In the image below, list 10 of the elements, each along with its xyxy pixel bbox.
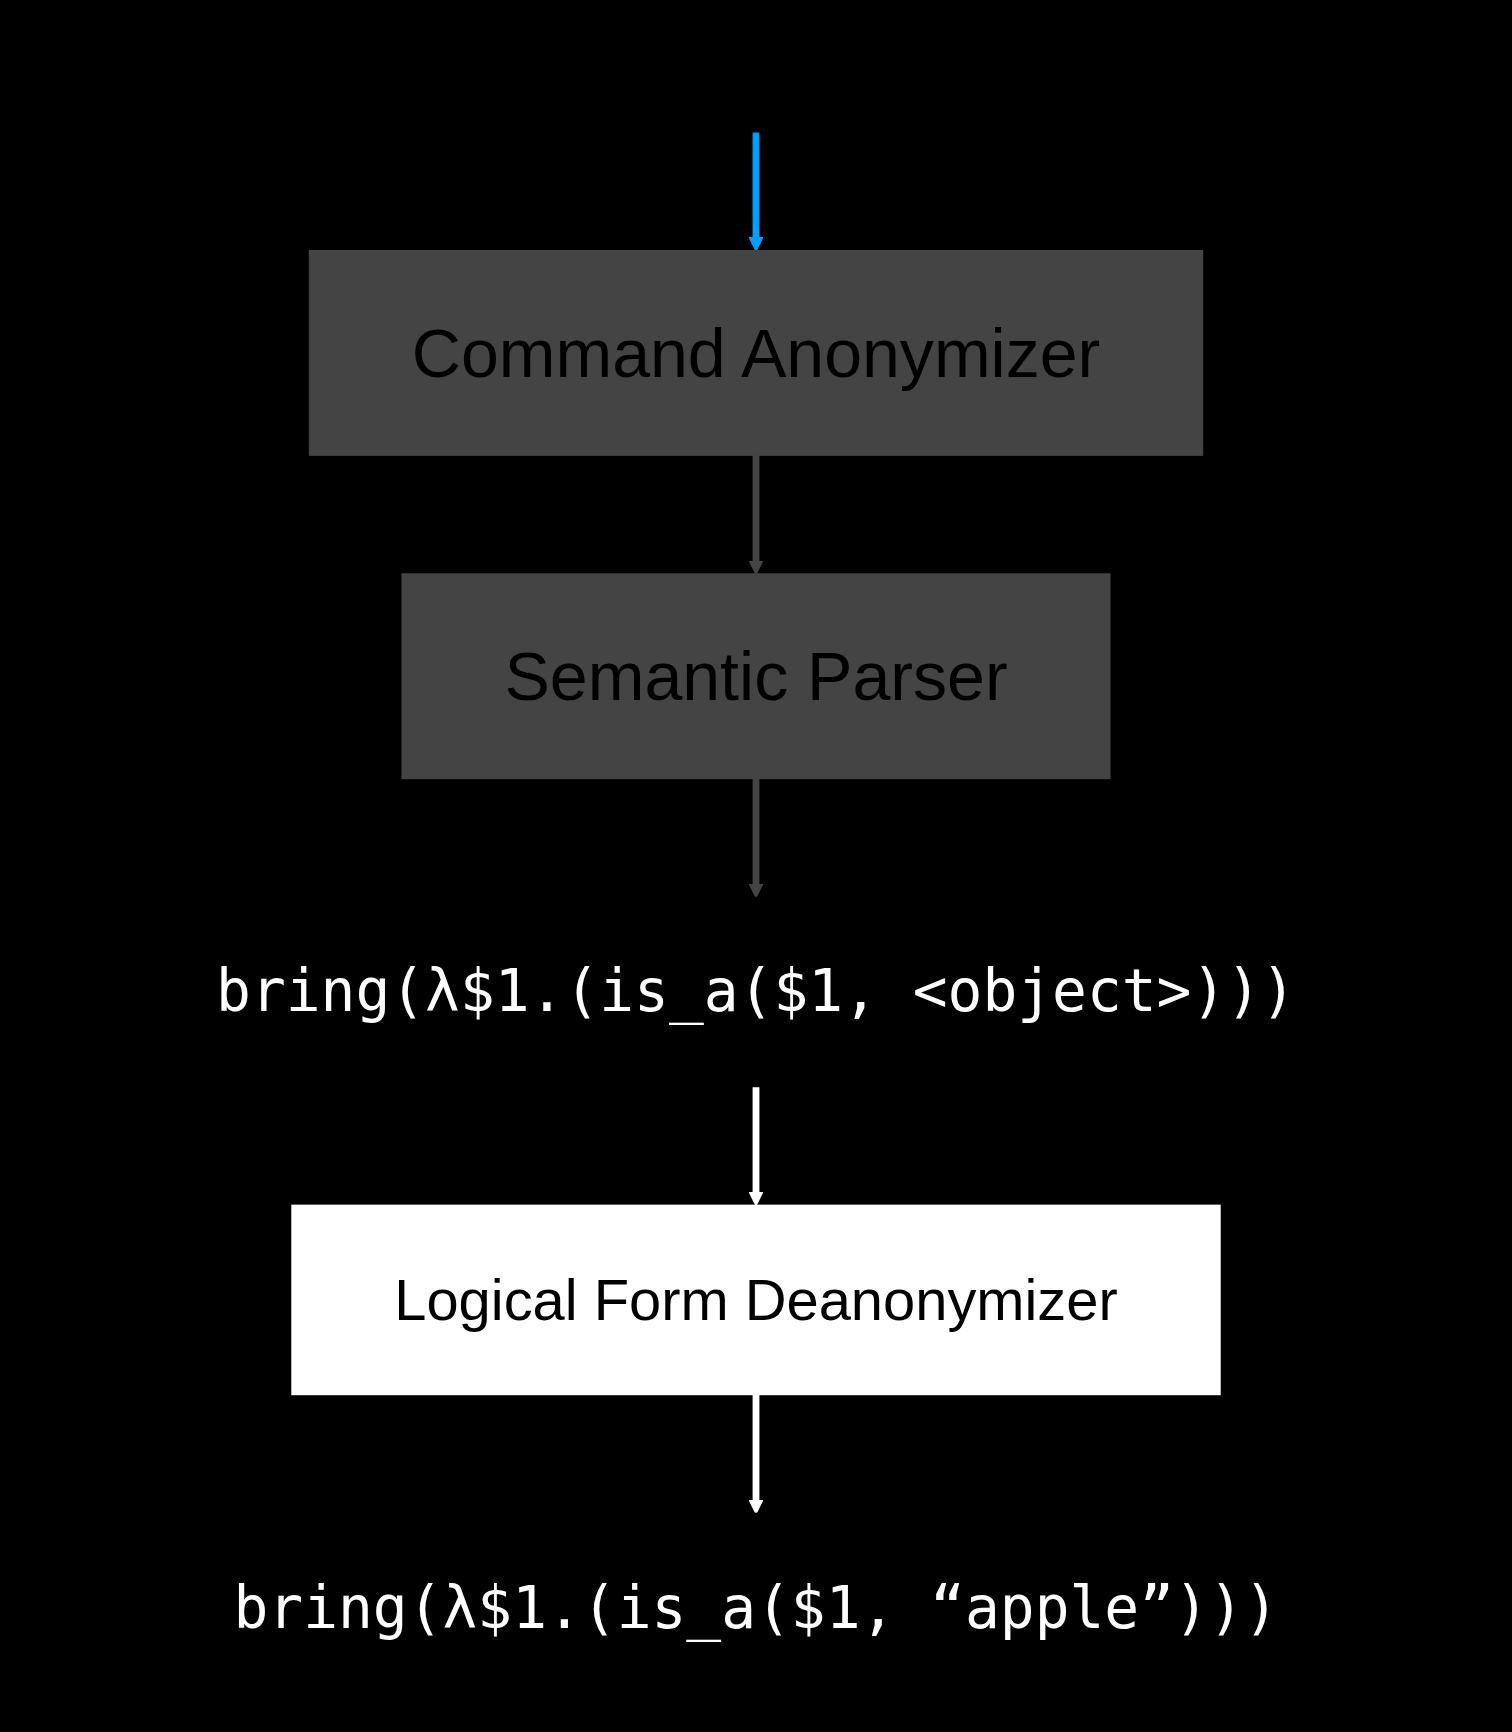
node-box: Semantic Parser: [401, 573, 1111, 780]
arrow: [748, 455, 764, 575]
node-box: Logical Form Deanonymizer: [291, 1204, 1221, 1396]
node-text: bring(λ$1.(is_a($1, <object>))): [216, 957, 1296, 1026]
arrow: [748, 131, 764, 252]
arrow: [748, 1394, 764, 1515]
arrow: [748, 1086, 764, 1207]
node-text: bring(λ$1.(is_a($1, “apple”))): [233, 1573, 1279, 1642]
node-box: Command Anonymizer: [308, 250, 1204, 456]
arrow: [748, 778, 764, 899]
